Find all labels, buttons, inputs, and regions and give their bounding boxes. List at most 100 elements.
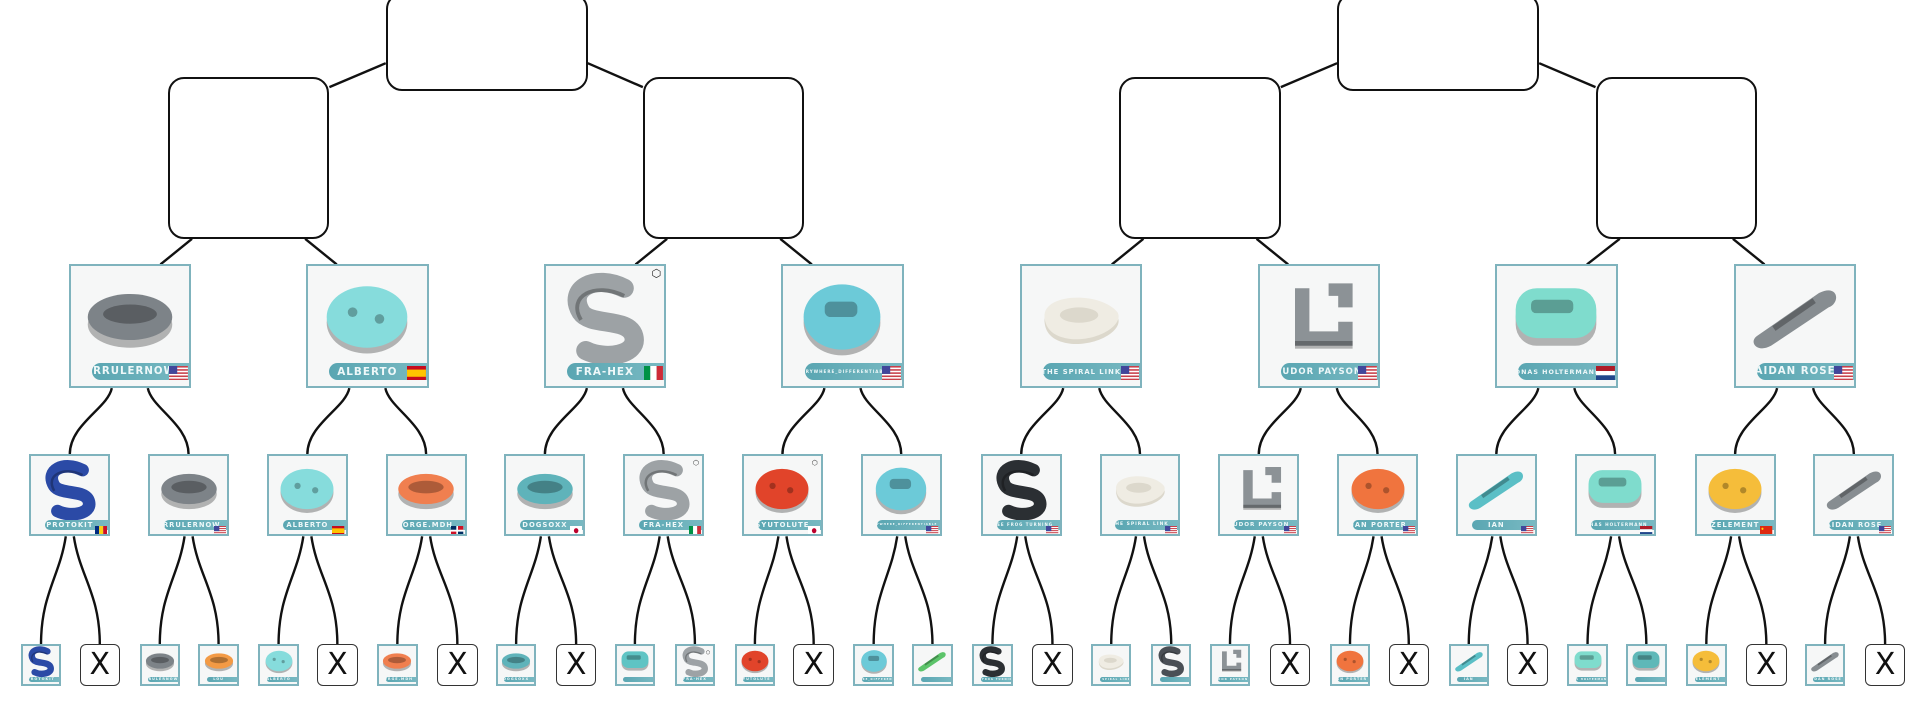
bye-x-mark: X (1398, 647, 1420, 683)
bye-slot: X (555, 644, 597, 686)
flag-it-icon (706, 677, 712, 682)
entrant-name-label: JONAS HOLTERMANN (1590, 519, 1654, 531)
round_of_32-entry-card[interactable]: ALBERTO (266, 454, 348, 537)
round_of_64-entry-card[interactable]: DAN PORTER (1329, 644, 1371, 686)
round_of_64-entry-card[interactable]: LOU (198, 644, 239, 686)
round_of_32-entry-card[interactable]: DAN PORTER (1337, 454, 1418, 537)
quarterfinal-slot[interactable] (1595, 77, 1758, 239)
entrant-name-label: JONAS HOLTERMANN (1518, 363, 1616, 381)
connector-line (859, 387, 903, 455)
connector-line (1111, 237, 1145, 266)
round_of_64-entry-card[interactable]: TUDOR PAYSON (1209, 644, 1251, 686)
puzzle-piece-image (395, 457, 458, 524)
round_of_32-entry-card[interactable]: ⬡FRA-HEX (623, 454, 705, 537)
round_of_32-entry-card[interactable]: IAN (1455, 454, 1537, 537)
round_of_32-entry-card[interactable]: ⬡SYUTOLUTE (742, 454, 823, 537)
round_of_32-entry-card[interactable]: AIDAN ROSE (1813, 454, 1895, 537)
connector-line (1617, 536, 1648, 645)
round_of_64-entry-card[interactable]: URRULERNOW (139, 644, 180, 686)
entrant-name-label: PROTOKIT (29, 676, 60, 682)
bye-x-mark: X (1279, 647, 1301, 683)
round_of_64-entry-card[interactable]: PROTOKIT (20, 644, 62, 686)
round_of_64-entry-card[interactable]: FREE FROG TURNING (972, 644, 1013, 686)
connector-line (1823, 536, 1852, 645)
connector-line (428, 536, 459, 645)
bye-x-mark: X (1756, 647, 1777, 683)
round_of_32-entry-card[interactable]: DOGSOXX (504, 454, 586, 537)
flag-us-icon (944, 677, 950, 682)
flag-cn-icon (1718, 677, 1724, 682)
puzzle-piece-image (276, 457, 339, 524)
round_of_64-entry-card[interactable] (1151, 644, 1192, 686)
connector-line (621, 387, 665, 455)
round_of_64-entry-card[interactable]: SYUTOLUTE (734, 644, 776, 686)
connector-line (1737, 536, 1768, 645)
quarterfinal-slot[interactable] (642, 77, 805, 239)
connector-line (146, 387, 190, 455)
round_of_64-entry-card[interactable]: DOGSOXX (495, 644, 537, 686)
round_of_32-entry-card[interactable]: FREE FROG TURNING (980, 454, 1062, 537)
connector-line (72, 536, 101, 645)
entrant-name-label: THE SPIRAL LINK (1115, 519, 1179, 531)
round_of_32-entry-card[interactable]: THE SPIRAL LINK (1099, 454, 1181, 537)
round_of_32-entry-card[interactable]: TUDOR PAYSON (1218, 454, 1300, 537)
quarterfinal-slot[interactable] (1119, 77, 1281, 239)
semifinal-slot[interactable] (1337, 0, 1540, 91)
round_of_64-entry-card[interactable]: JONAS HOLTERMANN (1567, 644, 1608, 686)
entrant-name-label: FREE FROG TURNING (980, 676, 1011, 682)
round_of_64-entry-card[interactable] (614, 644, 656, 686)
round_of_16-entry-card[interactable]: THE SPIRAL LINK (1020, 264, 1143, 389)
round_of_16-entry-card[interactable]: ⬡FRA-HEX (543, 264, 667, 389)
flag-do-icon (451, 521, 464, 535)
flag-es-icon (332, 521, 345, 535)
connector-line (1705, 536, 1733, 645)
round_of_64-entry-card[interactable]: THE SPIRAL LINK (1091, 644, 1132, 686)
puzzle-piece-image (1271, 269, 1367, 369)
bye-x-mark: X (1517, 647, 1538, 683)
round_of_32-entry-card[interactable]: ZELEMENT (1694, 454, 1776, 537)
puzzle-piece-image (1690, 646, 1722, 681)
round_of_16-entry-card[interactable]: URRULERNOW (68, 264, 191, 389)
connector-line (1024, 536, 1054, 645)
semifinal-slot[interactable] (385, 0, 588, 91)
puzzle-piece-image (632, 457, 695, 524)
round_of_64-entry-card[interactable]: EVERYWHERE_DIFFERENTIABLE (853, 644, 894, 686)
round_of_16-entry-card[interactable]: JONAS HOLTERMANN (1495, 264, 1618, 389)
round_of_64-entry-card[interactable]: IAN (1448, 644, 1489, 686)
connector-line (1110, 536, 1138, 645)
round_of_64-entry-card[interactable] (1626, 644, 1667, 686)
puzzle-piece-image (513, 457, 576, 524)
puzzle-piece-image (1630, 646, 1662, 681)
bye-slot: X (79, 644, 120, 686)
flag-es-icon (406, 365, 426, 381)
round_of_64-entry-card[interactable]: ALBERTO (258, 644, 299, 686)
round_of_32-entry-card[interactable]: PROTOKIT (29, 454, 111, 537)
round_of_64-entry-card[interactable]: JORGE.MDH (377, 644, 418, 686)
connector-line (1228, 536, 1256, 645)
round_of_64-entry-card[interactable]: ZELEMENT (1686, 644, 1727, 686)
round_of_64-entry-card[interactable]: ⬡FRA-HEX (674, 644, 716, 686)
round_of_16-entry-card[interactable]: ALBERTO (306, 264, 429, 389)
round_of_16-entry-card[interactable]: TUDOR PAYSON (1257, 264, 1380, 389)
round_of_16-entry-card[interactable]: EVERYWHERE_DIFFERENTIABLE (781, 264, 904, 389)
round_of_32-entry-card[interactable]: JONAS HOLTERMANN (1574, 454, 1656, 537)
connector-line (633, 536, 661, 645)
round_of_16-entry-card[interactable]: AIDAN ROSE (1733, 264, 1857, 389)
bye-slot: X (1388, 644, 1429, 686)
quarterfinal-slot[interactable] (167, 77, 330, 239)
connector-line (666, 536, 697, 645)
round_of_32-entry-card[interactable]: JORGE.MDH (385, 454, 467, 537)
round_of_32-entry-card[interactable]: EVERYWHERE_DIFFERENTIABLE (860, 454, 942, 537)
round_of_32-entry-card[interactable]: URRULERNOW (148, 454, 229, 537)
entrant-name-label: LOU (206, 676, 237, 682)
round_of_64-entry-card[interactable] (912, 644, 953, 686)
flag-nl-icon (1595, 365, 1615, 381)
connector-line (1733, 387, 1779, 455)
puzzle-piece-image (557, 269, 653, 369)
round_of_64-entry-card[interactable]: AIDAN ROSE (1804, 644, 1846, 686)
flag-us-icon (1834, 365, 1854, 381)
puzzle-piece-image (38, 457, 101, 524)
puzzle-piece-image (82, 269, 178, 369)
bye-slot: X (793, 644, 834, 686)
